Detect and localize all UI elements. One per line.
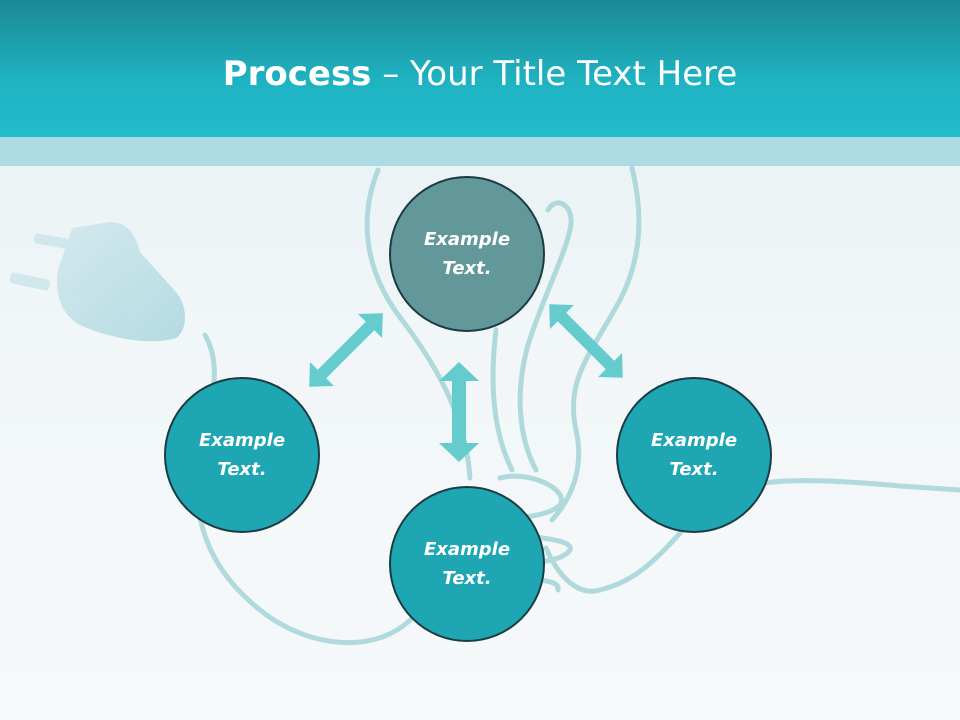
node-top-label: Example Text. xyxy=(423,229,511,279)
process-node-left: Example Text. xyxy=(164,377,320,533)
arrow-left-top xyxy=(309,313,383,387)
title-bold: Process xyxy=(222,54,372,94)
connector-arrows xyxy=(309,304,623,462)
node-left-label: Example Text. xyxy=(198,430,286,480)
header-band xyxy=(0,137,960,166)
process-node-right: Example Text. xyxy=(616,377,772,533)
page-title: Process – Your Title Text Here xyxy=(0,52,960,96)
process-node-bottom: Example Text. xyxy=(389,486,545,642)
node-right-label: Example Text. xyxy=(650,430,738,480)
arrow-right-top xyxy=(549,304,623,378)
node-bottom-label: Example Text. xyxy=(423,539,511,589)
title-rest: – Your Title Text Here xyxy=(371,54,738,94)
plug-icon xyxy=(9,222,185,342)
header-bar xyxy=(0,0,960,137)
arrow-vertical-center xyxy=(439,362,479,462)
process-node-top: Example Text. xyxy=(389,176,545,332)
light-bulb-wire-icon xyxy=(195,165,960,645)
